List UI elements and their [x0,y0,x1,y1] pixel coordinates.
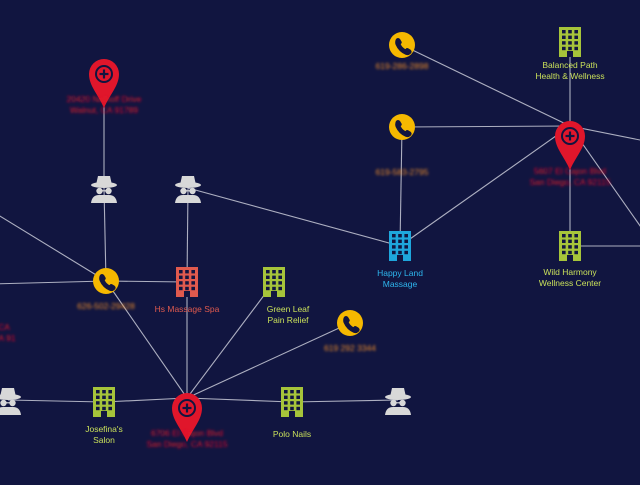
building-icon [263,267,285,297]
node-polo-nails[interactable]: Polo Nails [273,387,311,439]
edge-person_b-to-happy_land [187,187,401,247]
node-person-b[interactable] [175,176,201,203]
building-icon [176,267,198,297]
edge-happy_land-to-pin_right [399,125,571,247]
phone-icon [389,32,415,58]
edge-phone_left-to-hs_massage_spa [105,280,188,283]
building-icon [559,231,581,261]
node-person-a[interactable] [91,176,117,203]
node-label: 619-583-2795 [376,167,429,177]
edge-pin_right-to-offscreen_right_top [569,125,640,141]
node-phone-top[interactable]: 619-286-2898 [376,32,429,71]
phone-icon [93,268,119,294]
node-label: CACA 91 [0,322,16,343]
edge-polo_nails-to-person_d [291,399,399,403]
building-icon [389,231,411,261]
node-label: 626-502-29428 [77,301,135,311]
edge-phone_right-to-happy_land [399,126,403,247]
incognito-person-icon [0,388,21,415]
node-person-c[interactable] [0,388,21,415]
incognito-person-icon [175,176,201,203]
edge-phone_left-to-pin_bottom [105,280,188,399]
building-icon [281,387,303,417]
edge-phone_mid-to-pin_bottom [186,322,351,399]
building-icon [559,27,581,57]
node-label: 619 292 3344 [324,343,376,353]
phone-icon [389,114,415,140]
edge-green_leaf-to-pin_bottom [186,281,275,399]
edge-person_c-to-josefinas_salon [7,399,105,403]
node-partial-left-label[interactable]: CACA 91 [0,322,16,343]
incognito-person-icon [385,388,411,415]
edge-pin_right-to-offscreen_right_bottom [569,125,640,227]
node-label: 619-286-2898 [376,61,429,71]
node-hs-massage-spa[interactable]: Hs Massage Spa [155,267,220,314]
edge-offscreen_left_top-to-phone_left [0,215,107,282]
edge-person_b-to-hs_massage_spa [186,187,189,283]
edge-pin_bottom-to-polo_nails [186,397,293,403]
incognito-person-icon [91,176,117,203]
node-phone-left[interactable]: 626-502-29428 [77,268,135,311]
building-icon [93,387,115,417]
edge-offscreen_left_mid-to-phone_left [0,280,107,285]
node-label: Hs Massage Spa [155,304,220,314]
node-person-d[interactable] [385,388,411,415]
edge-person_a-to-phone_left [103,187,107,282]
edge-josefinas_salon-to-pin_bottom [103,397,188,403]
node-phone-right[interactable]: 619-583-2795 [376,114,429,177]
edges-layer [0,42,640,403]
node-phone-mid[interactable]: 619 292 3344 [324,310,376,353]
edge-phone_top-to-pin_right [401,44,571,127]
location-pin-icon [89,59,119,108]
node-label: Polo Nails [273,429,311,439]
location-pin-icon [555,121,585,170]
location-pin-icon [172,393,202,442]
edge-phone_right-to-pin_right [401,125,571,128]
phone-icon [337,310,363,336]
